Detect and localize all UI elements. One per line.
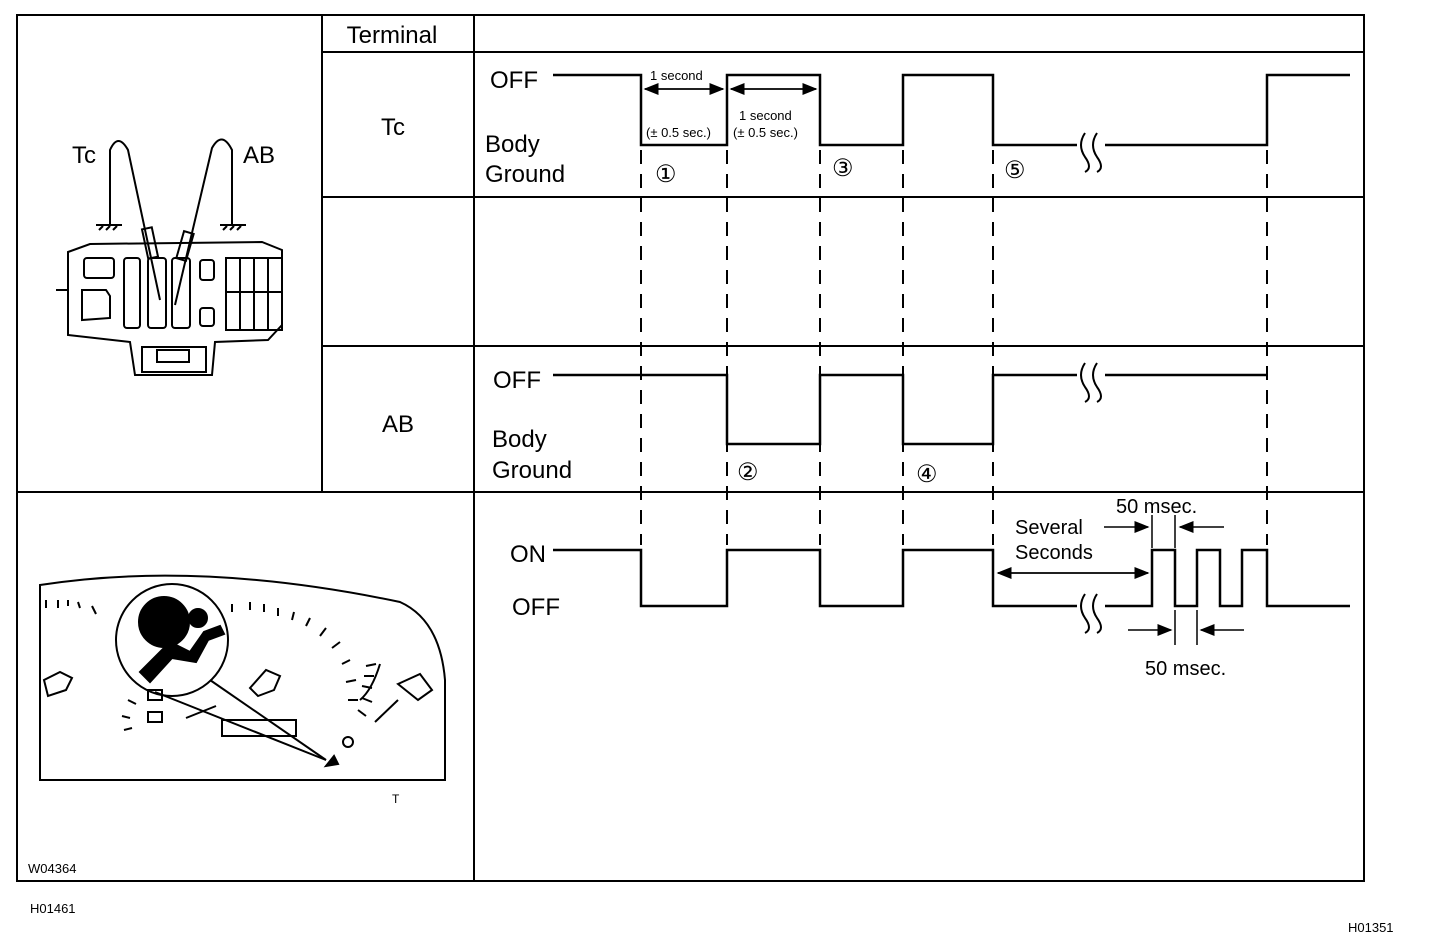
step-4-marker: ④ [916, 461, 938, 488]
warning-waveform [553, 548, 1077, 608]
fifty-msec-bottom-label: 50 msec. [1145, 658, 1226, 680]
step-3-marker: ③ [832, 155, 854, 182]
several-label-2: Seconds [1015, 542, 1093, 564]
tc-level-ground: Ground [485, 161, 565, 188]
tc-waveform-tail [1105, 73, 1350, 147]
step-1-marker: ① [655, 161, 677, 188]
terminal-ab-label: AB [382, 411, 414, 438]
tc-level-off: OFF [490, 67, 538, 94]
table-grid [16, 14, 1365, 882]
warning-level-on: ON [510, 541, 546, 568]
step-2-marker: ② [737, 459, 759, 486]
connector-label-tc: Tc [72, 142, 96, 169]
tolerance-label-b: (± 0.5 sec.) [733, 125, 798, 140]
cluster-small-mark: T [392, 792, 400, 806]
ab-level-ground: Ground [492, 457, 572, 484]
tc-level-body: Body [485, 131, 540, 158]
step-5-marker: ⑤ [1004, 157, 1026, 184]
one-second-label-a: 1 second [650, 68, 703, 83]
one-second-label-b: 1 second [739, 108, 792, 123]
tolerance-label-a: (± 0.5 sec.) [646, 125, 711, 140]
right-image-code: H01351 [1348, 920, 1394, 935]
terminal-header: Terminal [347, 22, 438, 49]
warning-break-symbol [1080, 593, 1102, 634]
warning-level-off: OFF [512, 594, 560, 621]
airbag-warning-icon [138, 596, 340, 768]
connector-label-ab: AB [243, 142, 275, 169]
ab-level-off: OFF [493, 367, 541, 394]
fifty-msec-top-label: 50 msec. [1116, 496, 1197, 518]
terminal-tc-label: Tc [381, 114, 405, 141]
several-label-1: Several [1015, 517, 1083, 539]
fifty-msec-top-dimension [1104, 515, 1224, 548]
ab-waveform [553, 373, 1077, 446]
figure-code: W04364 [28, 861, 76, 876]
warning-waveform-tail [1105, 548, 1350, 608]
tc-break-symbol [1080, 132, 1102, 173]
left-image-code: H01461 [30, 901, 76, 916]
ab-break-symbol [1080, 362, 1102, 403]
tc-waveform [553, 73, 1077, 147]
fifty-msec-bottom-dimension [1128, 610, 1244, 645]
connector-illustration [56, 138, 283, 376]
instrument-cluster-illustration [39, 574, 446, 781]
ab-level-body: Body [492, 426, 547, 453]
time-marker-lines [640, 150, 1268, 545]
